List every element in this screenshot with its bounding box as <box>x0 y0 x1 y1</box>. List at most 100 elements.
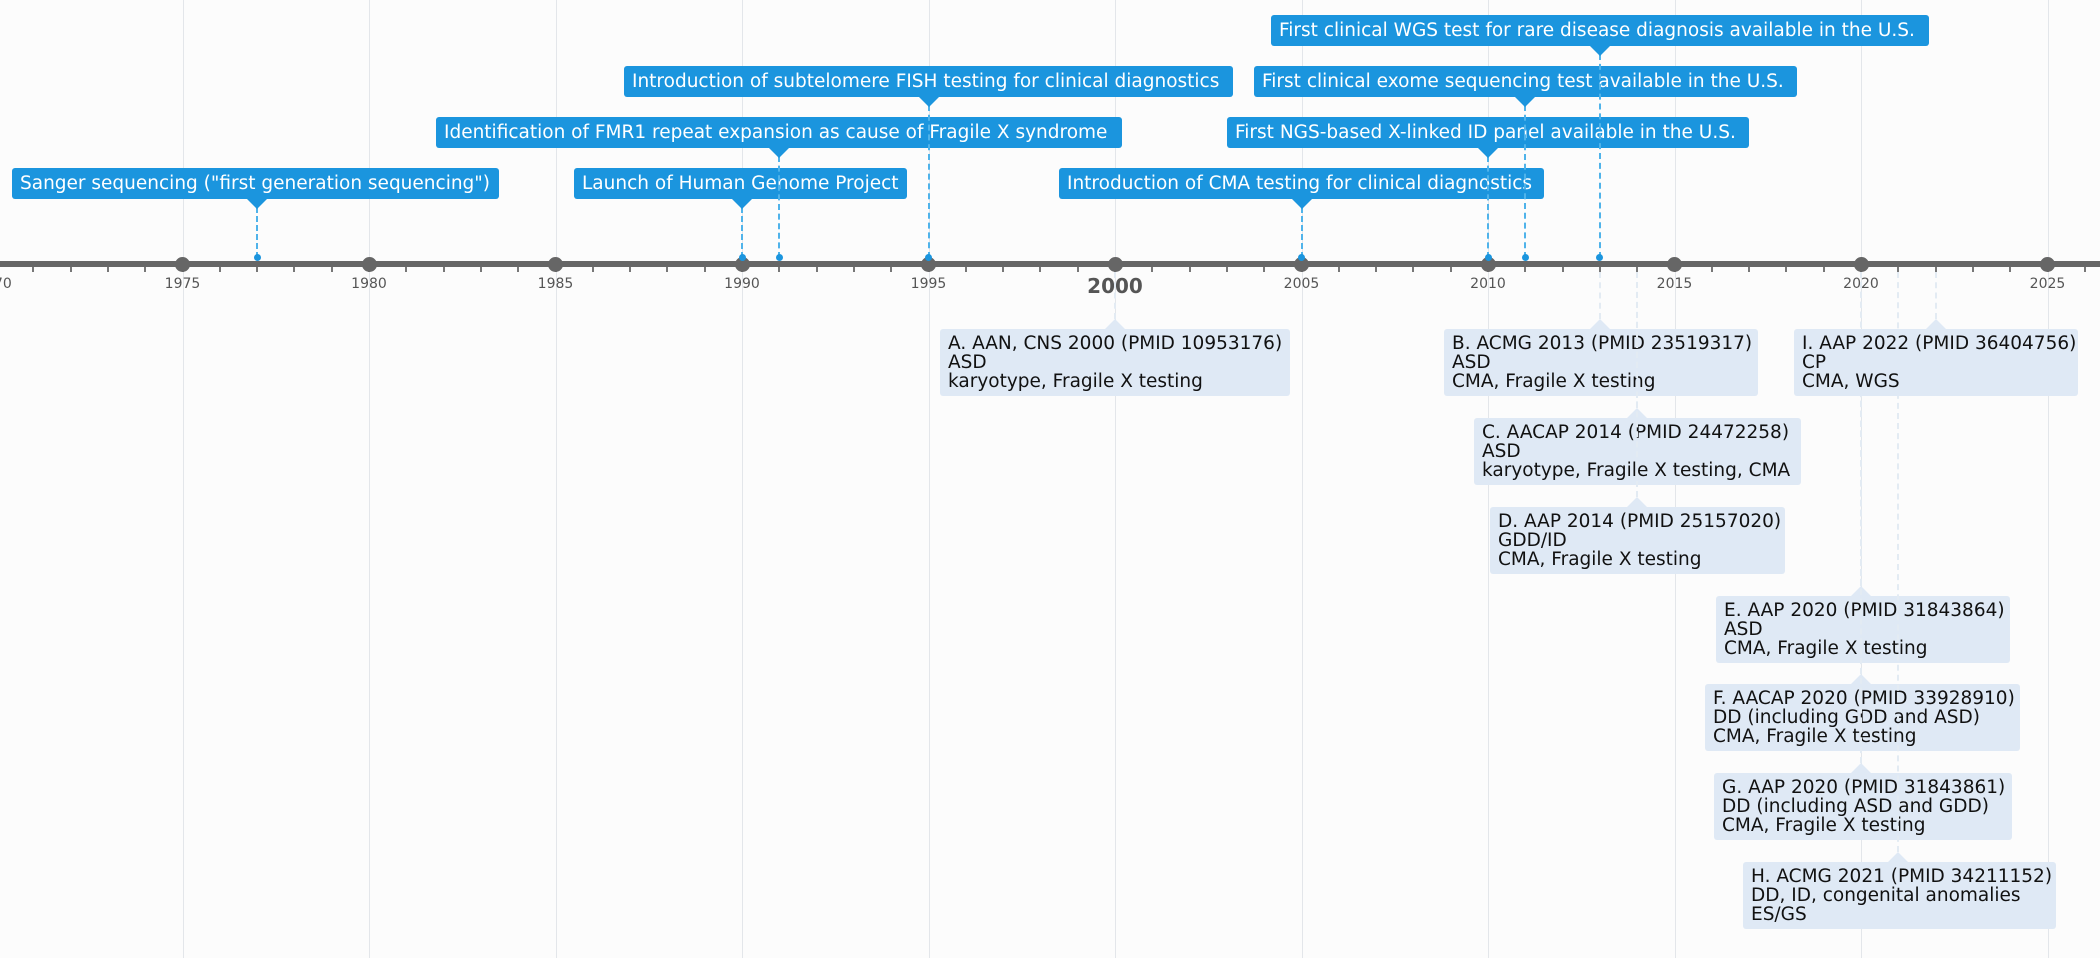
guideline-population: DD (including ASD and GDD) <box>1722 796 1989 817</box>
year-tick <box>293 267 295 272</box>
year-tick <box>256 267 258 272</box>
year-tick <box>1897 267 1899 272</box>
guideline-population: GDD/ID <box>1498 530 1567 551</box>
guideline-card: G. AAP 2020 (PMID 31843861)DD (including… <box>1714 773 2012 840</box>
year-marker <box>1107 257 1123 272</box>
guideline-population: CP <box>1802 352 1827 373</box>
guideline-tests: CMA, Fragile X testing <box>1498 549 1702 570</box>
guideline-population: ASD <box>1482 441 1521 462</box>
timeline-event: Introduction of subtelomere FISH testing… <box>624 66 1233 97</box>
year-marker <box>921 257 936 272</box>
grid-line <box>556 0 557 958</box>
event-year-dot <box>738 254 746 261</box>
year-tick <box>70 267 72 272</box>
guideline-population: DD (including GDD and ASD) <box>1713 707 1980 728</box>
year-label: 2005 <box>1283 276 1320 292</box>
year-tick <box>1375 267 1377 272</box>
event-connector <box>927 105 930 258</box>
year-tick <box>1189 267 1191 272</box>
guideline-title: G. AAP 2020 (PMID 31843861) <box>1722 777 2006 798</box>
year-tick <box>107 267 109 272</box>
event-connector <box>1487 156 1489 258</box>
year-tick <box>1785 267 1787 272</box>
event-connector <box>741 207 743 258</box>
event-callout-pointer <box>247 199 268 209</box>
timeline-event: Launch of Human Genome Project <box>574 168 907 199</box>
guideline-tests: CMA, Fragile X testing <box>1724 638 1928 659</box>
timeline-event: Identification of FMR1 repeat expansion … <box>436 117 1122 148</box>
timeline-event: Introduction of CMA testing for clinical… <box>1059 168 1544 199</box>
year-tick <box>965 267 967 272</box>
guideline-tests: CMA, Fragile X testing <box>1722 815 1926 836</box>
year-label: 1995 <box>910 276 947 292</box>
year-tick <box>778 267 780 272</box>
event-connector <box>1524 105 1527 258</box>
guideline-callout-pointer <box>1888 852 1909 862</box>
event-callout-pointer <box>1478 148 1498 158</box>
event-callout-pointer <box>1515 97 1536 107</box>
year-marker <box>1667 257 1682 272</box>
grid-line <box>929 0 930 958</box>
year-tick <box>1226 267 1228 272</box>
guideline-callout-pointer <box>1851 763 1871 773</box>
year-label: 2010 <box>1470 276 1506 292</box>
year-tick <box>1263 267 1265 272</box>
guideline-connector <box>1636 272 1639 497</box>
year-tick <box>666 267 668 272</box>
guideline-population: ASD <box>1724 619 1763 640</box>
year-label: 1985 <box>537 276 574 292</box>
guideline-callout-pointer <box>1925 319 1946 329</box>
year-tick <box>1636 267 1638 272</box>
guideline-connector <box>1934 272 1937 319</box>
year-tick <box>2009 267 2011 272</box>
grid-line <box>2048 0 2049 958</box>
year-marker <box>734 257 750 272</box>
year-tick <box>32 267 34 272</box>
year-tick <box>1935 267 1937 272</box>
timeline-axis <box>0 261 2100 267</box>
guideline-title: D. AAP 2014 (PMID 25157020) <box>1498 511 1782 532</box>
timeline-event: Sanger sequencing ("first generation seq… <box>12 168 499 199</box>
guideline-connector <box>1860 272 1862 763</box>
event-connector <box>778 156 781 258</box>
grid-line <box>1115 0 1116 958</box>
year-tick <box>517 267 519 272</box>
event-callout-pointer <box>732 199 752 209</box>
timeline-event: First clinical exome sequencing test ava… <box>1254 66 1797 97</box>
year-tick <box>1524 267 1526 272</box>
year-tick <box>144 267 146 272</box>
year-tick <box>1151 267 1153 272</box>
year-tick <box>1972 267 1974 272</box>
guideline-title: A. AAN, CNS 2000 (PMID 10953176) <box>948 333 1283 354</box>
year-tick <box>816 267 818 272</box>
event-year-dot <box>1298 254 1305 261</box>
guideline-tests: karyotype, Fragile X testing, CMA <box>1482 460 1791 481</box>
guideline-tests: CMA, Fragile X testing <box>1713 726 1917 747</box>
year-tick <box>592 267 594 272</box>
event-year-dot <box>1596 254 1604 261</box>
year-marker <box>2040 257 2055 272</box>
guideline-title: C. AACAP 2014 (PMID 24472258) <box>1482 422 1790 443</box>
year-tick <box>405 267 407 272</box>
year-tick <box>480 267 482 272</box>
guideline-tests: CMA, Fragile X testing <box>1452 371 1656 392</box>
guideline-population: DD, ID, congenital anomalies <box>1751 885 2021 906</box>
event-callout-pointer <box>769 148 790 158</box>
year-tick <box>443 267 445 272</box>
year-label: 2015 <box>1656 276 1693 292</box>
year-tick <box>1338 267 1340 272</box>
guideline-title: B. ACMG 2013 (PMID 23519317) <box>1452 333 1753 354</box>
guideline-card: F. AACAP 2020 (PMID 33928910)DD (includi… <box>1705 684 2020 751</box>
grid-line <box>369 0 370 958</box>
event-year-dot <box>925 254 932 261</box>
year-label: 1980 <box>351 276 387 292</box>
timeline-event: First clinical WGS test for rare disease… <box>1271 15 1929 46</box>
event-year-dot <box>1484 254 1492 261</box>
year-tick <box>219 267 221 272</box>
guideline-callout-pointer <box>1589 319 1610 329</box>
year-marker <box>1294 257 1309 272</box>
year-label: 1990 <box>724 276 760 292</box>
guideline-tests: CMA, WGS <box>1802 371 1900 392</box>
